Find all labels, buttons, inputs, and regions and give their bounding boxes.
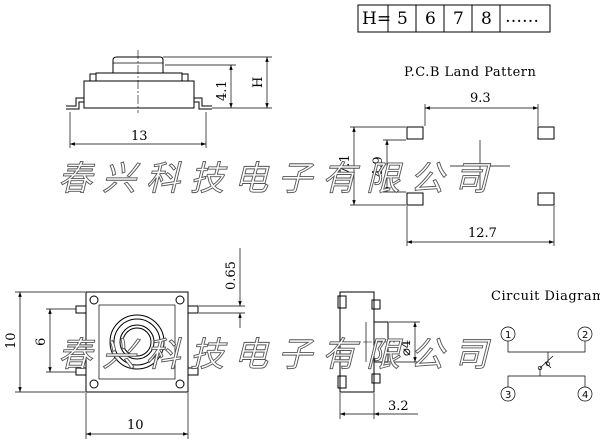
height-value: 5 <box>397 9 408 29</box>
side-view-body-height-dim: 4.1 <box>215 80 230 101</box>
pcb-land-pattern-title: P.C.B Land Pattern <box>404 65 537 80</box>
front-view: ⌀4 3.2 <box>333 291 420 419</box>
pcb-overall-x-dim: 12.7 <box>468 226 497 241</box>
circuit-diagram-title: Circuit Diagram <box>491 289 600 304</box>
height-value: 6 <box>425 9 436 29</box>
height-table: H= 5 6 7 8 …… <box>357 4 551 33</box>
land-pad <box>537 126 555 140</box>
watermark-text-upper: 春兴科技电子有限公司 <box>58 159 498 199</box>
land-pad <box>537 192 555 206</box>
pin-2-label: 2 <box>582 330 588 341</box>
top-view-lead-dim: 0.65 <box>224 261 239 290</box>
top-view-inner-dim: 6 <box>34 338 49 346</box>
watermark-text-lower: 春兴科技电子有限公司 <box>58 335 498 375</box>
pin-1-label: 1 <box>505 330 511 341</box>
circuit-diagram: Circuit Diagram 1 2 3 4 <box>491 289 600 402</box>
front-view-diameter-dim: ⌀4 <box>399 340 414 356</box>
pin-4-label: 4 <box>582 390 588 401</box>
side-view-width-dim: 13 <box>131 129 148 144</box>
pcb-land-pattern: P.C.B Land Pattern 9.3 12.7 7.1 4.9 <box>338 65 555 246</box>
pin-3-label: 3 <box>505 390 511 401</box>
top-view-height-dim: 10 <box>4 332 19 349</box>
front-view-depth-dim: 3.2 <box>388 399 409 414</box>
pcb-pitch-y-outer-dim: 7.1 <box>338 154 353 175</box>
land-pad <box>406 192 424 206</box>
pcb-pitch-x-dim: 9.3 <box>470 91 491 106</box>
side-view: 13 4.1 H <box>66 50 272 148</box>
land-pad <box>406 126 424 140</box>
pcb-pitch-y-inner-dim: 4.9 <box>371 156 386 177</box>
watermark: 春兴科技电子有限公司 春兴科技电子有限公司 <box>58 159 498 376</box>
height-value: 8 <box>481 9 492 29</box>
top-view: 10 10 6 0.65 <box>4 248 245 439</box>
height-value: 7 <box>453 9 464 29</box>
side-view-height-dim: H <box>251 77 266 88</box>
height-value: …… <box>505 7 539 27</box>
height-table-label: H= <box>362 9 391 29</box>
top-view-width-dim: 10 <box>127 418 144 433</box>
